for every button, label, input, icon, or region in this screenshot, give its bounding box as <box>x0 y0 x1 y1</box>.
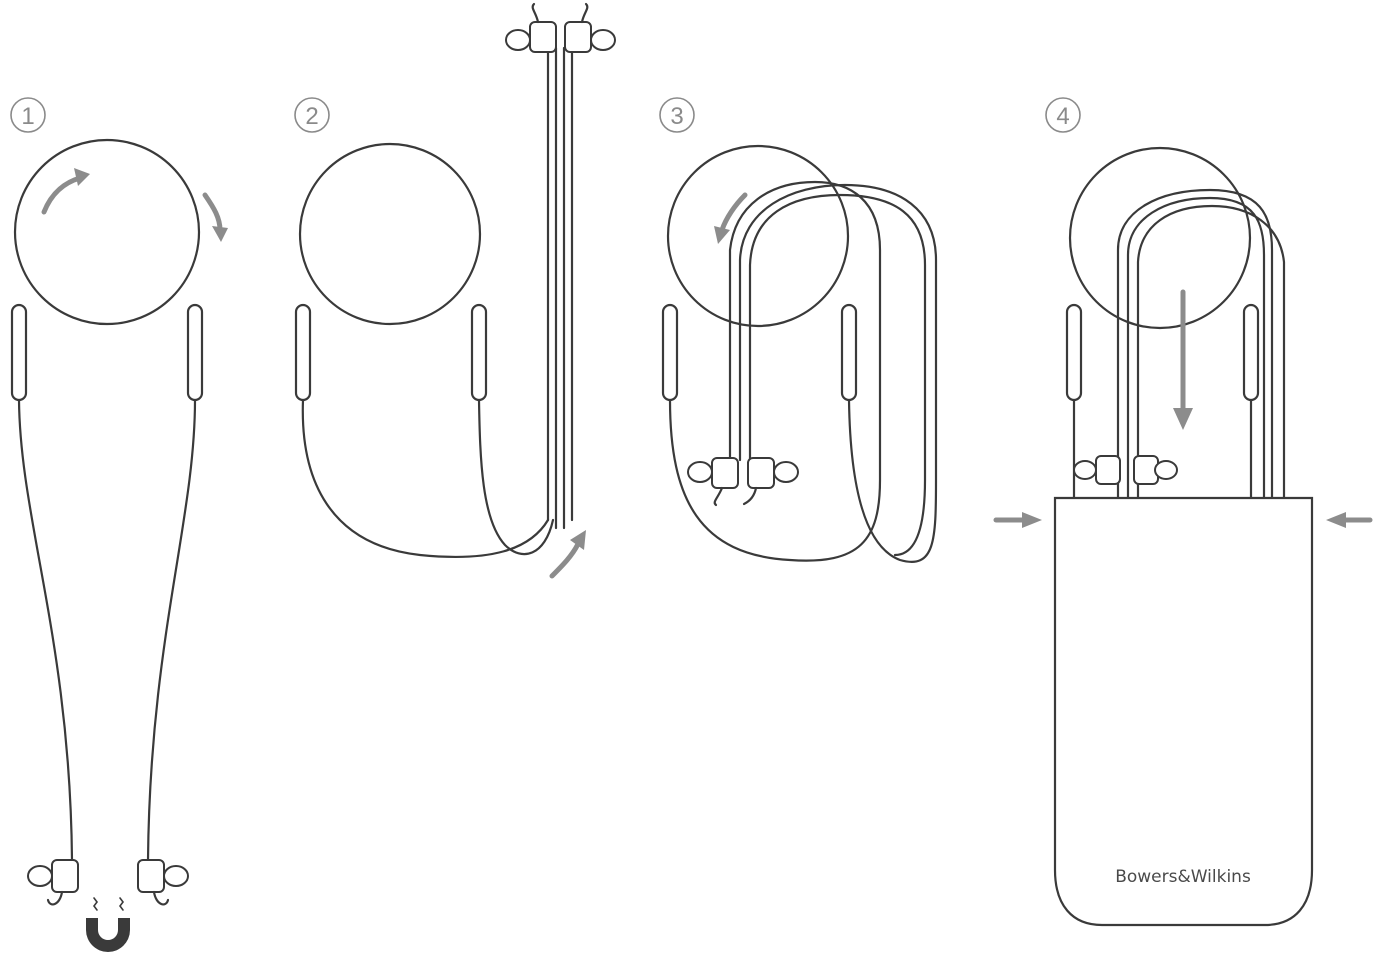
rotate-arrow-icon <box>202 192 228 242</box>
right-control-pod <box>840 303 858 402</box>
right-earbud <box>1133 455 1178 485</box>
left-earbud <box>27 859 79 906</box>
step-2-marker: 2 <box>294 97 330 133</box>
inner-cable-loop <box>738 183 938 563</box>
left-control-pod <box>1065 303 1083 402</box>
right-earbud <box>137 859 189 906</box>
left-earbud <box>505 2 557 53</box>
right-cable <box>477 398 555 556</box>
pouch-brand-label: Bowers&Wilkins <box>1115 867 1251 887</box>
left-control-pod <box>10 303 28 402</box>
left-cable <box>301 398 550 558</box>
neckband-loop <box>13 138 201 326</box>
neckband-loop <box>1068 146 1252 330</box>
step-3-number: 3 <box>670 103 683 130</box>
push-arrow-icon <box>993 512 1042 528</box>
rotate-arrow-icon <box>41 168 90 215</box>
cable-loop-c <box>1136 204 1286 502</box>
right-earbud <box>564 2 616 53</box>
rotate-arrow-icon <box>549 530 586 579</box>
step-4-number: 4 <box>1056 103 1069 130</box>
neckband-loop <box>666 144 850 328</box>
step-1-marker: 1 <box>10 97 46 133</box>
left-earbud <box>687 457 739 507</box>
step-3-marker: 3 <box>659 97 695 133</box>
carry-pouch <box>1053 496 1314 927</box>
cable-loop-b <box>1126 196 1266 502</box>
step-4: 4 Bowers&Wilkins <box>993 97 1373 927</box>
left-control-pod <box>661 303 679 402</box>
step-2-number: 2 <box>305 103 318 130</box>
step-1-number: 1 <box>21 103 34 130</box>
left-earbud <box>1073 455 1121 485</box>
right-cable <box>146 398 197 862</box>
left-control-pod <box>294 303 312 402</box>
right-control-pod <box>470 303 488 402</box>
inner-cable-loop-b <box>748 193 927 557</box>
left-cable <box>17 398 74 862</box>
neckband-loop <box>298 142 482 326</box>
step-2: 2 <box>294 2 616 579</box>
right-control-pod <box>1242 303 1260 402</box>
step-3: 3 <box>659 97 938 563</box>
cable-loop-a <box>1116 188 1274 502</box>
outer-cable-loop <box>668 180 882 562</box>
step-1: 1 <box>10 97 228 952</box>
push-arrow-icon <box>1173 289 1193 430</box>
magnet-icon <box>86 897 130 952</box>
right-control-pod <box>186 303 204 402</box>
rotate-arrow-icon <box>714 192 748 244</box>
push-arrow-icon <box>1326 512 1373 528</box>
step-4-marker: 4 <box>1045 97 1081 133</box>
right-earbud <box>742 457 799 506</box>
